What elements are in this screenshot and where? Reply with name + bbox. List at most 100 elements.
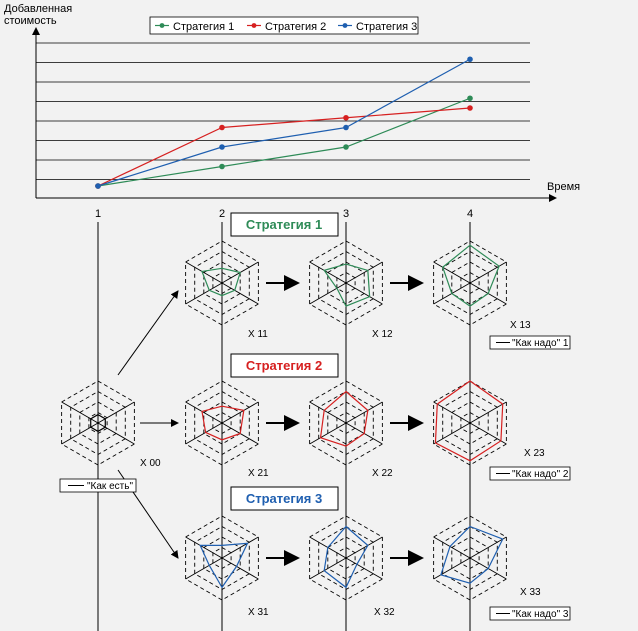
- strategy-3-title-box: [230, 486, 339, 511]
- radar-x21: [185, 380, 259, 466]
- radar-x12: [309, 240, 383, 326]
- radar-value-x13: [442, 244, 500, 307]
- radar-value-x21: [201, 405, 245, 441]
- series-1-point-4: [467, 95, 473, 102]
- radar-spoke: [185, 261, 223, 284]
- x-tick-label: 4: [467, 208, 473, 220]
- series-2-point-3: [343, 114, 349, 121]
- legend-marker-3: [342, 23, 348, 28]
- radar-value-x31: [199, 542, 249, 589]
- radar-x00: [61, 380, 135, 466]
- radar-x23: [433, 380, 507, 466]
- series-1-point-3: [343, 144, 349, 150]
- radar-x33: [433, 515, 507, 601]
- to-be-3-box: "Как надо" 3: [489, 606, 571, 621]
- series-2-point-2: [219, 124, 225, 131]
- radar-spoke: [309, 422, 347, 445]
- radar-spoke: [309, 557, 347, 580]
- radar-value-x23: [434, 380, 504, 462]
- series-3-point-4: [467, 56, 473, 63]
- to-be-1-frame: [489, 335, 571, 350]
- series-3-point-2: [219, 144, 225, 150]
- x-tick-label: 1: [95, 208, 101, 220]
- radar-spoke: [309, 401, 347, 424]
- radar-value-x33: [440, 525, 504, 584]
- radar-spoke: [185, 536, 223, 559]
- series-line-2: [97, 107, 471, 187]
- radar-spoke: [185, 401, 223, 424]
- radar-diagrams: [61, 240, 507, 601]
- radar-spoke: [433, 536, 471, 559]
- radar-x11: [185, 240, 259, 326]
- series-3-point-3: [343, 124, 349, 131]
- series-2-point-4: [467, 105, 473, 111]
- label-x00: X 00: [140, 458, 161, 469]
- radar-spoke: [97, 401, 135, 424]
- to-be-2-label: "Как надо" 2: [512, 469, 569, 480]
- radar-spoke: [185, 282, 223, 305]
- legend-label-1: Стратегия 1: [173, 21, 234, 33]
- radar-spoke: [433, 557, 471, 580]
- strategy-1-title: Стратегия 1: [230, 212, 339, 237]
- radar-value-x22: [319, 390, 369, 447]
- strategy-1-title-box: [230, 212, 339, 237]
- strategy-2-title: Стратегия 2: [230, 353, 339, 378]
- label-x31: X 31: [248, 607, 269, 618]
- transition-arrows: [117, 275, 424, 566]
- strategy-3-title: Стратегия 3: [230, 486, 339, 511]
- gridlines: [36, 42, 530, 180]
- radar-spoke: [221, 282, 259, 305]
- radar-value-x00: [90, 413, 106, 433]
- label-x32: X 32: [374, 607, 395, 618]
- radar-spoke: [61, 422, 99, 445]
- node-labels: X 00 X 11 X 12 X 13 X 21 X 22 X 23 X 31 …: [140, 320, 545, 618]
- radar-spoke: [433, 261, 471, 284]
- radar-x13: [433, 240, 507, 326]
- label-x13: X 13: [510, 320, 531, 331]
- radar-x22: [309, 380, 383, 466]
- as-is-label: "Как есть": [87, 481, 133, 492]
- x-axis-label: Время: [547, 181, 580, 193]
- label-x11: X 11: [248, 329, 268, 340]
- label-x33: X 33: [520, 587, 541, 598]
- label-x22: X 22: [372, 468, 393, 479]
- legend-label-3: Стратегия 3: [356, 21, 417, 33]
- radar-spoke: [221, 557, 259, 580]
- radar-spoke: [309, 261, 347, 284]
- radar-value-x12: [323, 263, 371, 307]
- strategy-3-title-text: Стратегия 3: [246, 491, 322, 506]
- arrow-x00-x11: [117, 290, 179, 376]
- radar-spoke: [469, 261, 507, 284]
- as-is-box: "Как есть": [59, 478, 137, 493]
- strategy-2-title-text: Стратегия 2: [246, 358, 322, 373]
- to-be-3-frame: [489, 606, 571, 621]
- radar-spoke: [469, 536, 507, 559]
- radar-value-x32: [323, 525, 369, 589]
- legend-marker-2: [251, 23, 257, 28]
- radar-x31: [185, 515, 259, 601]
- radar-spoke: [345, 536, 383, 559]
- legend-box: [149, 16, 419, 35]
- to-be-1-box: "Как надо" 1: [489, 335, 571, 350]
- x-tick-label: 2: [219, 208, 225, 220]
- radar-x32: [309, 515, 383, 601]
- x-tick-label: 3: [343, 208, 349, 220]
- to-be-1-label: "Как надо" 1: [512, 338, 569, 349]
- series-3-point-1: [95, 183, 101, 189]
- radar-spoke: [309, 282, 347, 305]
- radar-spoke: [345, 282, 383, 305]
- radar-spoke: [345, 261, 383, 284]
- radar-spoke: [433, 422, 471, 445]
- series-line-3: [97, 58, 471, 187]
- radar-spoke: [221, 401, 259, 424]
- series-1-point-2: [219, 163, 225, 170]
- radar-spoke: [469, 422, 507, 445]
- x-tick-labels: 1 2 3 4: [95, 208, 473, 220]
- label-x23: X 23: [524, 448, 545, 459]
- legend-marker-1: [159, 23, 165, 28]
- radar-value-x11: [201, 267, 241, 297]
